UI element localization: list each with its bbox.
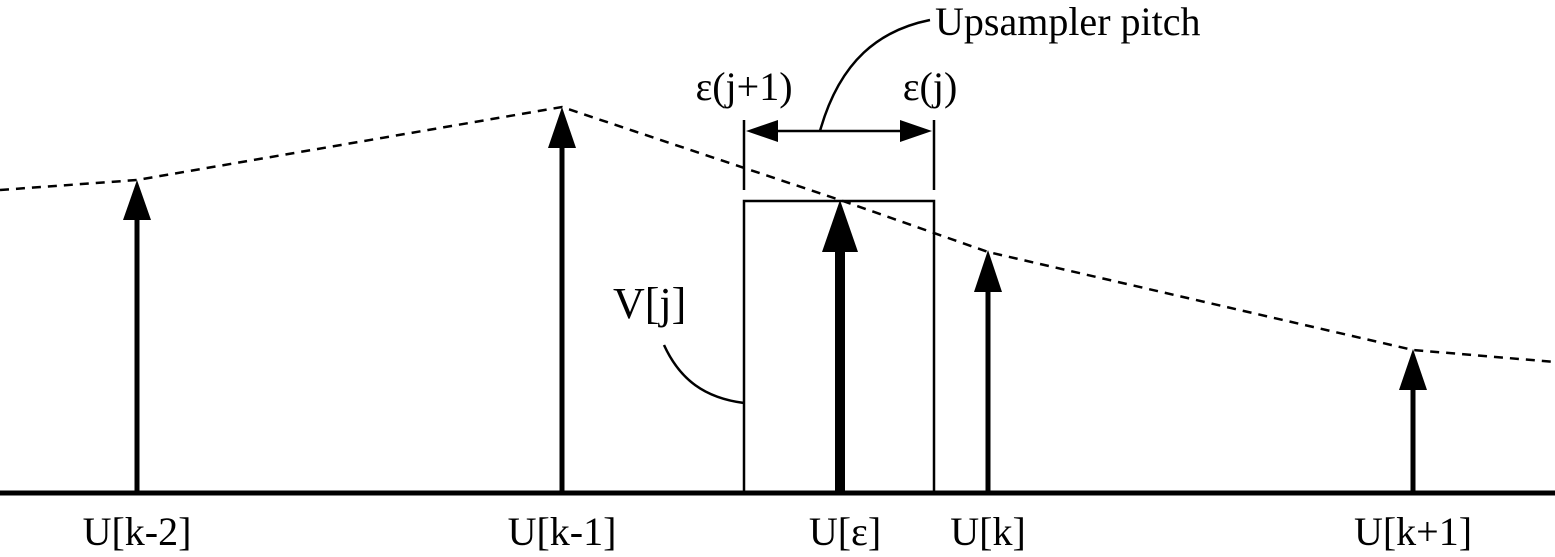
sample-arrow-u-k <box>974 250 1002 493</box>
window-v-j-label: V[j] <box>613 279 686 328</box>
pitch-double-arrow <box>746 120 932 142</box>
sample-label-u-k-1: U[k-1] <box>508 509 617 554</box>
sample-arrow-u-k-plus-1 <box>1399 349 1427 493</box>
sample-label-u-k-2: U[k-2] <box>83 509 192 554</box>
envelope-dashed-line <box>0 105 1555 364</box>
sample-arrow-u-eps <box>822 200 858 493</box>
pitch-left-label: ε(j+1) <box>695 64 792 109</box>
window-leader-curve <box>662 344 745 405</box>
sample-label-u-k-plus-1: U[k+1] <box>1354 509 1472 554</box>
pitch-right-label: ε(j) <box>903 64 958 109</box>
sample-label-u-eps: U[ε] <box>809 509 881 554</box>
sample-arrow-u-k-2 <box>123 180 151 493</box>
pitch-leader-curve <box>818 18 931 132</box>
sample-arrow-u-k-1 <box>548 107 576 493</box>
upsampler-pitch-label: Upsampler pitch <box>935 0 1201 44</box>
sample-label-u-k: U[k] <box>950 509 1026 554</box>
